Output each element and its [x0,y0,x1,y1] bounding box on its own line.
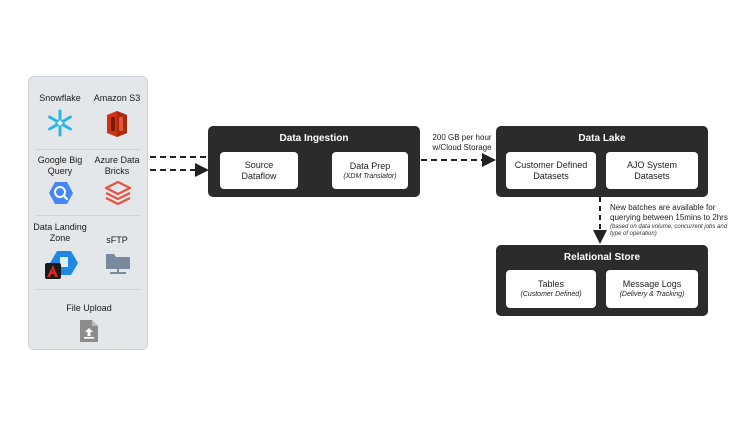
source-label-google-bigquery: Google Big Query [37,155,83,176]
relational-store-title: Relational Store [563,252,641,263]
source-label-sftp: sFTP [106,235,128,245]
source-divider [35,215,141,216]
source-label-file-upload: File Upload [66,303,112,313]
source-label-azure-databricks: Azure Data Bricks [94,155,140,176]
sftp-icon [106,254,130,274]
customer-datasets-card: Customer Defined Datasets [506,152,596,189]
sources-panel: Snowflake Amazon S3 Google Big Query Azu… [28,76,148,350]
data-lake-title: Data Lake [578,133,626,144]
source-dataflow-card: Source Dataflow [220,152,298,189]
data-prep-label: Data Prep [349,160,391,171]
message-logs-card: Message Logs (Delivery & Tracking) [606,270,698,308]
batch-note-detail: (based on data volume, concurrent jobs a… [610,224,745,238]
source-dataflow-label: Source Dataflow [241,159,277,181]
azure-databricks-icon [105,181,131,205]
relational-store-box: Relational Store Tables (Customer Define… [496,245,708,316]
tables-label: Tables [537,279,564,289]
source-label-amazon-s3: Amazon S3 [93,93,141,103]
source-divider [35,149,141,150]
amazon-s3-icon [107,111,127,137]
ajo-datasets-label: AJO System Datasets [626,159,677,181]
tables-card: Tables (Customer Defined) [506,270,596,308]
message-logs-label: Message Logs [622,279,682,289]
batch-note-small2: type of operation) [610,231,657,237]
data-prep-card: Data Prep (XDM Translator) [332,152,408,189]
customer-datasets-label: Customer Defined Datasets [514,159,588,181]
source-label-data-landing-zone: Data Landing Zone [33,222,87,243]
batch-note-small1: (based on data volume, concurrent jobs a… [610,224,728,230]
data-lake-box: Data Lake Customer Defined Datasets AJO … [496,126,708,197]
file-upload-icon [80,320,98,342]
data-ingestion-box: Data Ingestion Source Dataflow Data Prep… [208,126,420,197]
google-bigquery-icon [49,182,73,204]
message-logs-sublabel: (Delivery & Tracking) [619,291,685,298]
data-prep-sublabel: (XDM Translator) [343,172,397,180]
ajo-datasets-card: AJO System Datasets [606,152,698,189]
batch-availability-note: New batches are available for querying b… [610,203,745,223]
transfer-rate-line2: w/Cloud Storage [432,143,492,152]
source-label-snowflake: Snowflake [39,93,81,103]
tables-sublabel: (Customer Defined) [520,291,582,298]
data-ingestion-title: Data Ingestion [279,133,349,144]
batch-note-line2: querying between 15mins to 2hrs [610,213,728,222]
source-divider [35,289,141,290]
transfer-rate-note: 200 GB per hour w/Cloud Storage [427,133,497,153]
transfer-rate-line1: 200 GB per hour [432,133,492,142]
batch-note-line1: New batches are available for [610,203,716,212]
data-landing-zone-icon [45,251,78,279]
snowflake-icon [48,109,72,137]
